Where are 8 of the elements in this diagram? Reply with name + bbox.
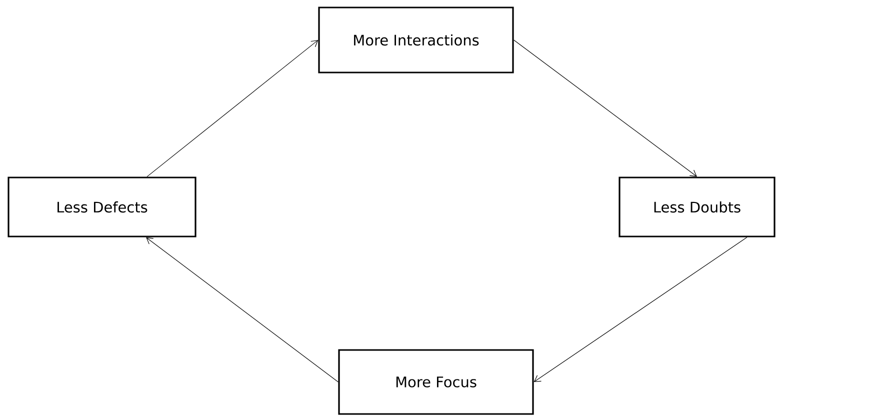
arrow (514, 40, 697, 177)
arrow (534, 237, 748, 382)
process-box: More Interactions (318, 6, 514, 74)
process-box: More Focus (338, 349, 534, 415)
process-box: Less Doubts (618, 176, 776, 238)
arrow (146, 237, 338, 382)
arrow (146, 40, 318, 177)
process-box: Less Defects (8, 176, 196, 238)
